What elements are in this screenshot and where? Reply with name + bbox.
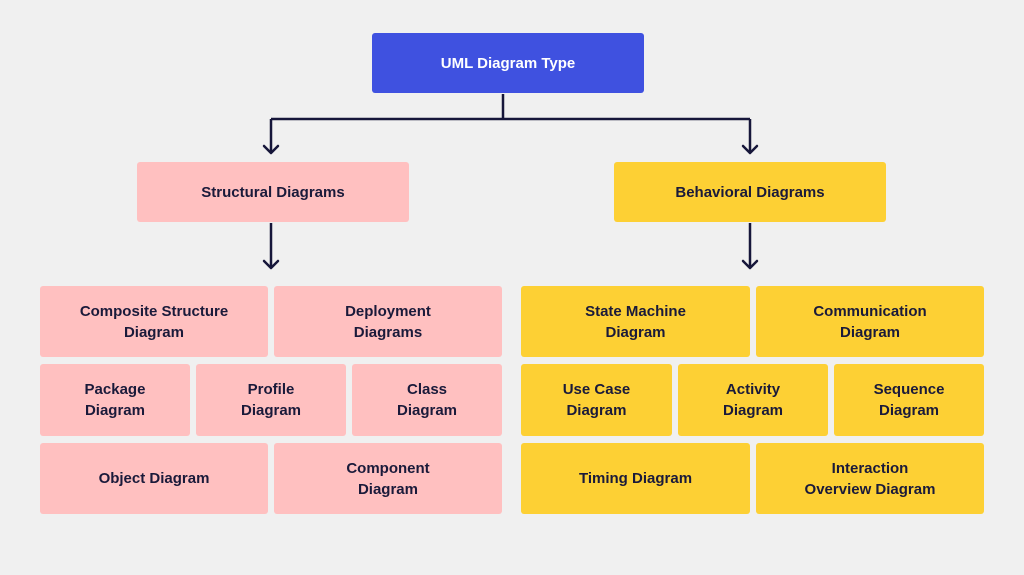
composite-structure-diagram-node: Composite Structure Diagram: [40, 286, 268, 357]
package-diagram-node: Package Diagram: [40, 364, 190, 436]
use-case-diagram-node: Use Case Diagram: [521, 364, 672, 436]
root-to-categories-connector: [269, 94, 752, 153]
interaction-overview-diagram-node: Interaction Overview Diagram: [756, 443, 984, 514]
root-node: UML Diagram Type: [372, 33, 644, 93]
activity-diagram-node: Activity Diagram: [678, 364, 828, 436]
component-diagram-node: Component Diagram: [274, 443, 502, 514]
behavioral-diagrams-node: Behavioral Diagrams: [614, 162, 886, 222]
class-diagram-node: Class Diagram: [352, 364, 502, 436]
arrowhead-behavioral-group: [741, 259, 759, 270]
profile-diagram-node: Profile Diagram: [196, 364, 346, 436]
timing-diagram-node: Timing Diagram: [521, 443, 750, 514]
arrowhead-structural-group: [262, 259, 280, 270]
arrowhead-behavioral: [741, 144, 759, 155]
communication-diagram-node: Communication Diagram: [756, 286, 984, 357]
deployment-diagrams-node: Deployment Diagrams: [274, 286, 502, 357]
sequence-diagram-node: Sequence Diagram: [834, 364, 984, 436]
arrowhead-structural: [262, 144, 280, 155]
state-machine-diagram-node: State Machine Diagram: [521, 286, 750, 357]
structural-diagrams-node: Structural Diagrams: [137, 162, 409, 222]
object-diagram-node: Object Diagram: [40, 443, 268, 514]
